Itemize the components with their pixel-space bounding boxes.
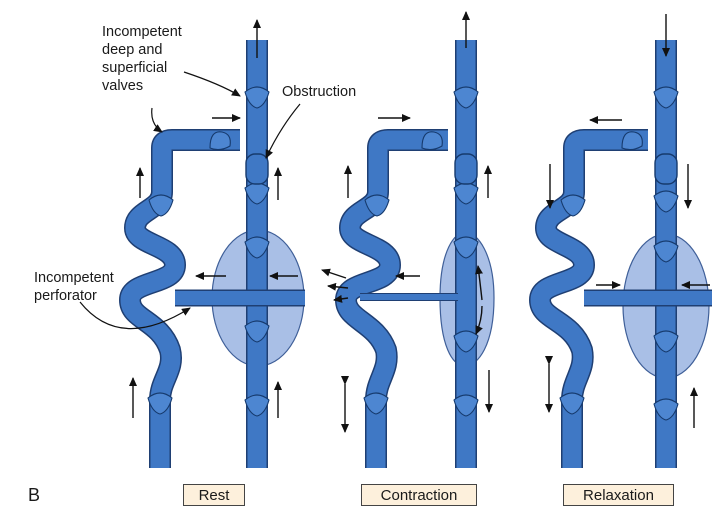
panel-label-relaxation: Relaxation	[563, 484, 674, 506]
panel-relaxation	[529, 14, 712, 468]
flow-arrows	[321, 11, 493, 433]
valves	[363, 86, 479, 417]
label-perforator: Incompetent perforator	[34, 270, 118, 304]
flow-arrows	[129, 19, 298, 418]
panel-label-rest: Rest	[183, 484, 245, 506]
figure-letter: B	[28, 485, 41, 505]
obstruction-mark	[454, 153, 478, 185]
valves	[147, 86, 270, 417]
label-obstruction: Obstruction	[282, 84, 356, 100]
obstruction-mark	[245, 153, 269, 185]
valves	[559, 86, 679, 421]
panel-label-contraction: Contraction	[361, 484, 477, 506]
superficial-vein	[335, 129, 448, 468]
panel-contraction	[321, 11, 495, 468]
obstruction-mark	[654, 153, 678, 185]
label-valves: Incompetent deep and superficial valves	[102, 24, 186, 94]
panel-rest	[79, 19, 305, 468]
flow-arrows	[545, 14, 710, 428]
